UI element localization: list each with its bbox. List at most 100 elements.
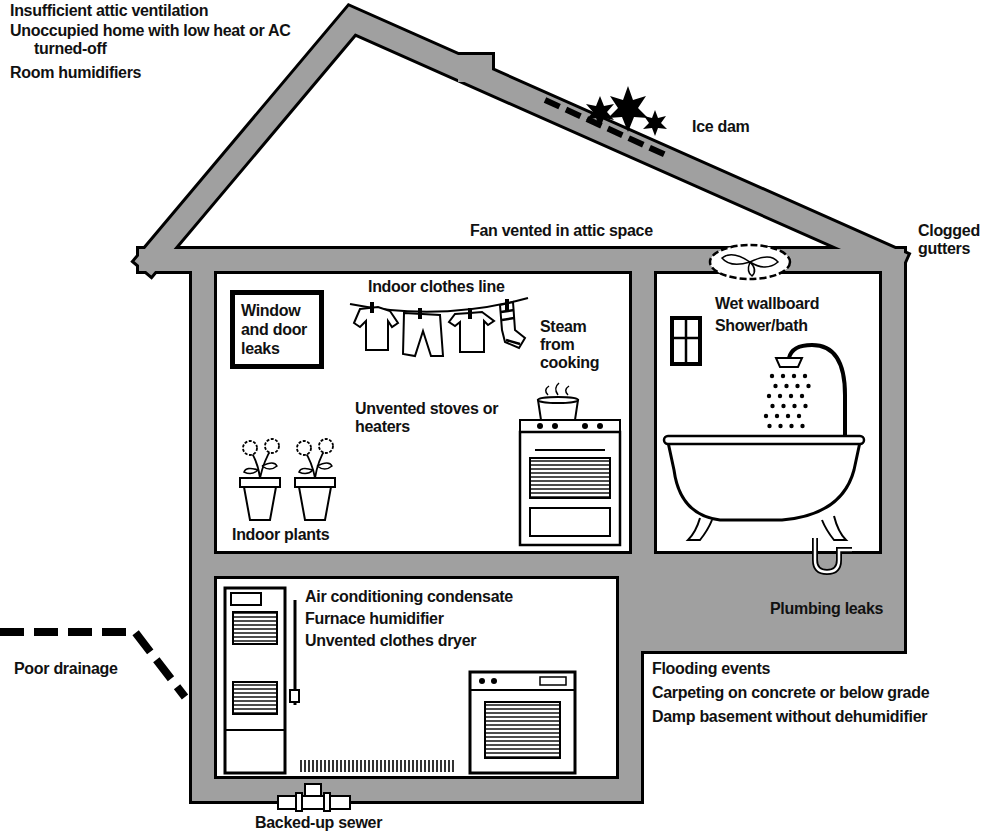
ice-star — [586, 96, 614, 128]
attic-fan — [710, 245, 790, 279]
pipe — [278, 796, 350, 809]
bathroom — [664, 318, 864, 572]
callout-label: Fan vented in attic space — [470, 222, 653, 240]
dryer-knob — [491, 678, 497, 684]
shower-head — [776, 358, 802, 367]
spray-dot — [778, 424, 782, 428]
plumbing-trap-inner — [815, 538, 852, 572]
furnace-grille — [233, 612, 277, 644]
dryer-door — [485, 702, 560, 758]
spray-dot — [806, 384, 810, 388]
spray-dot — [770, 374, 774, 378]
fan-blade — [748, 262, 754, 276]
flower-pot — [244, 487, 276, 520]
pipe-flange — [296, 793, 302, 811]
clothes-pin — [505, 299, 509, 310]
spray-dot — [773, 384, 777, 388]
callout-label: Unvented clothes dryer — [305, 632, 476, 650]
bathtub-rim — [664, 436, 864, 444]
oven-handle — [535, 449, 605, 451]
fan-blade — [722, 255, 750, 264]
furnace-top — [231, 593, 261, 605]
foundation-block — [619, 565, 904, 651]
spray-dot — [767, 394, 771, 398]
spray-dot — [789, 394, 793, 398]
flower — [243, 441, 257, 455]
pipe-stub — [305, 784, 321, 796]
dryer-knob — [479, 678, 485, 684]
dryer-panel — [470, 689, 575, 691]
stove-body — [520, 432, 620, 545]
pot-lid — [538, 397, 578, 403]
house-fill — [150, 20, 904, 790]
spray-dot — [797, 414, 801, 418]
bathroom-window — [672, 318, 700, 364]
clothes-line — [350, 298, 528, 356]
callout-label: Air conditioning condensate — [305, 588, 513, 606]
sock — [500, 302, 525, 348]
stove-knob — [537, 423, 543, 429]
stove-knob — [582, 423, 588, 429]
spray-dot — [795, 384, 799, 388]
window-frame: Window and door leaks — [230, 290, 324, 369]
flower — [319, 439, 333, 453]
house-walls-outline — [150, 20, 893, 790]
bathtub — [668, 442, 860, 520]
callout-label: Furnace humidifier — [305, 610, 444, 628]
flower — [265, 439, 279, 453]
spray-dot — [781, 404, 785, 408]
spray-dot — [784, 384, 788, 388]
house-outline — [150, 20, 907, 790]
tub-foot — [688, 518, 712, 540]
furnace-base — [225, 729, 285, 731]
carpet — [300, 760, 455, 772]
pot-rim — [295, 478, 335, 487]
stove — [520, 383, 620, 545]
furnace — [225, 588, 285, 773]
callout-label: Unoccupied home with low heat or AC turn… — [10, 22, 304, 58]
dryer-display — [540, 677, 566, 685]
basement — [225, 588, 575, 773]
callout-label: Unvented stoves or heaters — [355, 400, 515, 436]
indoor-plants — [240, 439, 335, 520]
window-bars — [672, 318, 700, 364]
ice-star — [643, 110, 667, 136]
tub-foot — [822, 516, 846, 540]
furnace-grille — [233, 682, 277, 714]
callout-label: Wet wallboard — [715, 295, 819, 313]
sewer-pipe — [278, 784, 350, 811]
oven-drawer — [530, 508, 610, 536]
spray-dot — [792, 404, 796, 408]
pipe-flange — [324, 793, 330, 811]
spray-dot — [767, 424, 771, 428]
oven-door — [530, 458, 610, 498]
pot-rim — [240, 478, 280, 487]
stove-knob — [597, 423, 603, 429]
callout-label: Clogged gutters — [918, 222, 998, 258]
callout-label: Damp basement without dehumidifier — [652, 708, 927, 726]
callout-label: Steam from cooking — [540, 318, 622, 372]
callout-label: Shower/bath — [715, 317, 808, 335]
callout-label: Flooding events — [652, 660, 770, 678]
fan-blade — [750, 257, 778, 267]
callout-label: Room humidifiers — [10, 64, 141, 82]
callout-label: Insufficient attic ventilation — [10, 2, 208, 20]
chimney — [458, 55, 492, 82]
spray-dot — [800, 394, 804, 398]
spray-dot — [803, 374, 807, 378]
spray-dot — [764, 414, 768, 418]
spray-dot — [786, 414, 790, 418]
callout-label: Indoor clothes line — [368, 278, 505, 296]
clothes-pin — [370, 302, 374, 313]
node-text: Window and door leaks — [241, 301, 313, 358]
spray-dot — [803, 404, 807, 408]
ice-star — [608, 86, 648, 132]
plant-stems — [250, 448, 326, 478]
stove-backsplash — [520, 420, 620, 432]
clothes-pin — [418, 308, 422, 319]
stove-knob — [552, 423, 558, 429]
steam — [546, 383, 569, 395]
callout-label: Poor drainage — [14, 660, 118, 678]
spray-dot — [789, 424, 793, 428]
